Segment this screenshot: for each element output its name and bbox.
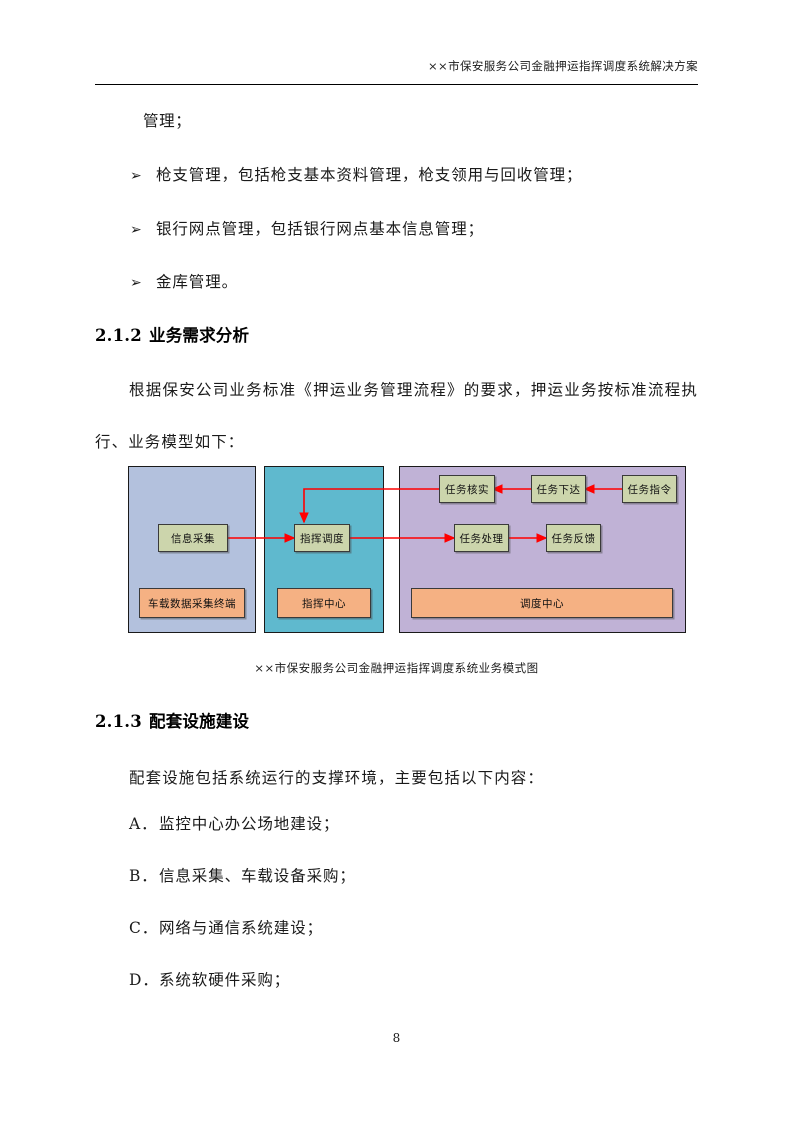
list-item-d-mark: D． <box>129 971 159 989</box>
bullet-item-3: ➢ 金库管理。 <box>130 270 238 292</box>
paragraph-2-1-2: 根据保安公司业务标准《押运业务管理流程》的要求，押运业务按标准流程执行、业务模型… <box>95 381 698 451</box>
node-task-assign: 任务下达 <box>531 475 586 503</box>
heading-2-1-3: 2.1.3 配套设施建设 <box>95 708 249 732</box>
heading-2-1-2-number: 2.1.2 <box>95 326 142 345</box>
header-rule <box>95 84 698 85</box>
bullet-item-3-text: 金库管理。 <box>156 273 239 291</box>
bullet-arrow-icon: ➢ <box>130 168 143 184</box>
role-dispatch-center: 调度中心 <box>411 588 673 618</box>
list-item-b: B．信息采集、车载设备采购； <box>129 864 356 886</box>
list-item-c-mark: C． <box>129 919 159 937</box>
continued-text-line: 管理； <box>143 112 192 130</box>
list-item-b-text: 信息采集、车载设备采购； <box>159 867 356 885</box>
running-header: ××市保安服务公司金融押运指挥调度系统解决方案 <box>428 59 698 73</box>
bullet-arrow-icon: ➢ <box>130 222 143 238</box>
role-vehicle-terminal: 车载数据采集终端 <box>139 588 245 618</box>
bullet-item-2-text: 银行网点管理，包括银行网点基本信息管理； <box>156 220 485 238</box>
list-item-a-text: 监控中心办公场地建设； <box>159 815 340 833</box>
heading-2-1-2-title: 业务需求分析 <box>149 326 250 345</box>
figure-caption: ××市保安服务公司金融押运指挥调度系统业务模式图 <box>254 661 539 675</box>
paragraph-2-1-3: 配套设施包括系统运行的支撑环境，主要包括以下内容： <box>129 769 545 787</box>
node-task-process: 任务处理 <box>454 524 509 552</box>
bullet-item-1-text: 枪支管理，包括枪支基本资料管理，枪支领用与回收管理； <box>156 166 583 184</box>
bullet-item-1: ➢ 枪支管理，包括枪支基本资料管理，枪支领用与回收管理； <box>130 163 582 185</box>
list-item-c: C．网络与通信系统建设； <box>129 916 323 938</box>
node-command-dispatch: 指挥调度 <box>294 524 350 552</box>
heading-2-1-3-title: 配套设施建设 <box>149 712 250 731</box>
node-task-feedback: 任务反馈 <box>546 524 601 552</box>
list-item-a: A．监控中心办公场地建设； <box>129 812 339 834</box>
list-item-d: D．系统软硬件采购； <box>129 968 290 990</box>
heading-2-1-2: 2.1.2 业务需求分析 <box>95 322 249 346</box>
list-item-a-mark: A． <box>129 815 158 833</box>
node-task-verify: 任务核实 <box>439 475 495 503</box>
node-info-collect: 信息采集 <box>158 524 228 552</box>
list-item-c-text: 网络与通信系统建设； <box>159 919 324 937</box>
list-item-b-mark: B． <box>129 867 158 885</box>
heading-2-1-3-number: 2.1.3 <box>95 712 142 731</box>
list-item-d-text: 系统软硬件采购； <box>159 971 291 989</box>
business-model-diagram: 信息采集 指挥调度 任务核实 任务下达 任务指令 任务处理 任务反馈 车载数据采… <box>128 466 686 633</box>
bullet-item-2: ➢ 银行网点管理，包括银行网点基本信息管理； <box>130 217 484 239</box>
node-task-order: 任务指令 <box>622 475 677 503</box>
bullet-arrow-icon: ➢ <box>130 275 143 291</box>
role-command-center: 指挥中心 <box>277 588 371 618</box>
page-number: 8 <box>392 1031 401 1045</box>
